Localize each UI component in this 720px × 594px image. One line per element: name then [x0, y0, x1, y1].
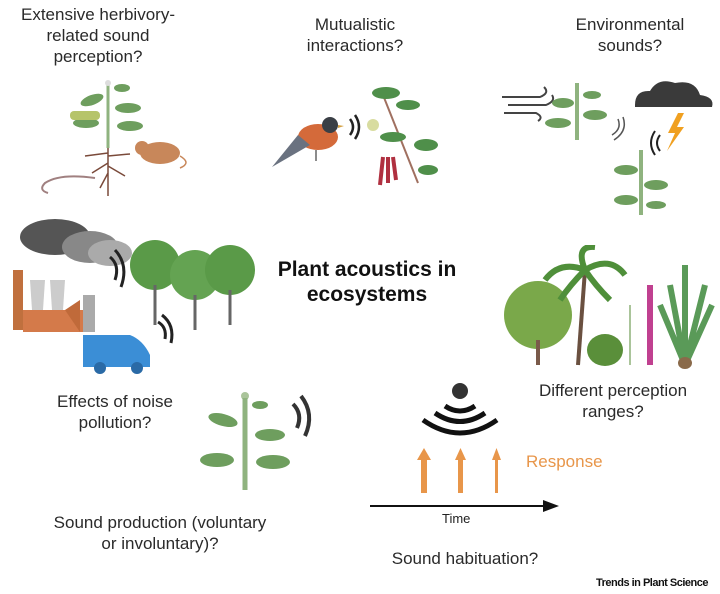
journal-credit: Trends in Plant Science [596, 577, 709, 589]
agave-icon [657, 265, 715, 369]
factory-icon [13, 219, 132, 332]
sound-waves-icon [650, 130, 661, 156]
noise-illustration [13, 219, 255, 374]
caterpillar-icon [70, 111, 100, 120]
perception-line-1: Different perception [538, 381, 688, 400]
herbivory-line-2: related sound [46, 26, 150, 45]
plant-icon [545, 83, 607, 140]
perception-label: Different perception ranges? [518, 380, 708, 422]
mouse-icon [135, 141, 187, 169]
sound-waves-icon [291, 394, 312, 437]
plant-with-roots-icon [41, 80, 143, 196]
tree-icon [504, 281, 572, 365]
sound-waves-icon [348, 114, 361, 140]
mutualistic-illustration [272, 87, 438, 186]
production-illustration [200, 392, 312, 490]
environmental-line-1: Environmental [575, 15, 685, 34]
flower-icon [629, 285, 653, 365]
noise-line-1: Effects of noise [57, 392, 173, 411]
sound-waves-icon [611, 116, 626, 141]
trees-icon [130, 240, 255, 330]
sound-waves-icon [157, 313, 174, 344]
noise-label: Effects of noise pollution? [40, 391, 190, 433]
mutualistic-label: Mutualistic interactions? [290, 14, 420, 56]
noise-line-2: pollution? [78, 413, 152, 432]
sound-source-icon [421, 383, 499, 436]
bird-icon [272, 117, 344, 167]
production-line-2: or involuntary)? [101, 534, 219, 553]
perception-illustration [504, 245, 715, 369]
habituation-illustration [370, 383, 559, 512]
title-line-1: Plant acoustics in [277, 258, 457, 281]
perception-line-2: ranges? [582, 402, 644, 421]
sound-waves-icon [108, 248, 126, 288]
storm-cloud-icon [635, 81, 713, 107]
herbivory-line-1: Extensive herbivory- [20, 5, 175, 24]
mutualistic-line-2: interactions? [306, 36, 404, 55]
cactus-icon [587, 334, 623, 366]
response-arrow-strong [417, 448, 431, 493]
production-label: Sound production (voluntary or involunta… [30, 512, 290, 554]
production-line-1: Sound production (voluntary [53, 513, 267, 532]
environmental-illustration [502, 81, 713, 215]
palm-icon [542, 245, 628, 366]
response-label: Response [526, 452, 603, 471]
van-icon [83, 335, 150, 374]
title-line-2: ecosystems [306, 283, 428, 306]
habituation-label: Sound habituation? [391, 549, 539, 568]
response-arrow-medium [455, 448, 466, 493]
berry-shrub-icon [367, 87, 438, 186]
environmental-label: Environmental sounds? [565, 14, 695, 56]
diagram-title: Plant acoustics in ecosystems [262, 257, 472, 307]
plant-icon [200, 392, 290, 490]
plant-icon [614, 150, 668, 215]
time-label: Time [442, 511, 471, 526]
wind-icon [502, 86, 555, 122]
environmental-line-2: sounds? [597, 36, 663, 55]
time-axis-arrow [370, 500, 559, 512]
herbivory-illustration [41, 80, 187, 196]
herbivory-line-3: perception? [53, 47, 143, 66]
lightning-icon [667, 113, 684, 151]
mutualistic-line-1: Mutualistic [314, 15, 396, 34]
response-arrow-weak [492, 448, 501, 493]
herbivory-label: Extensive herbivory- related sound perce… [2, 4, 194, 67]
